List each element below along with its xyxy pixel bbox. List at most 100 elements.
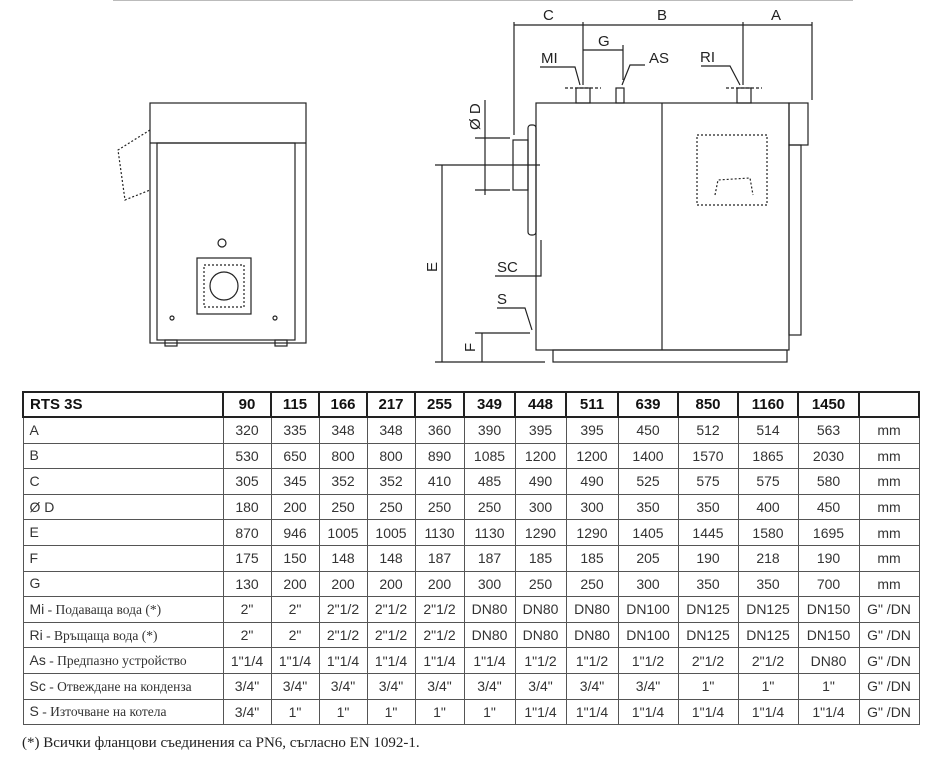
row-label: As - Предпазно устройство xyxy=(22,647,224,674)
table-cell: 3/4" xyxy=(565,672,619,700)
table-cell: 580 xyxy=(797,468,860,495)
table-cell: 2"1/2 xyxy=(677,647,739,674)
table-cell: 1" xyxy=(366,698,416,726)
table-cell: 1405 xyxy=(617,519,679,546)
table-cell: 320 xyxy=(222,416,272,444)
table-cell: 2"1/2 xyxy=(318,596,368,623)
row-code: Sc xyxy=(29,677,46,694)
row-label: F xyxy=(22,544,224,572)
table-cell: DN150 xyxy=(797,621,860,649)
row-code: As xyxy=(29,652,46,669)
table-cell: 300 xyxy=(617,570,679,598)
table-cell: 352 xyxy=(318,468,368,495)
row-description: - Подаваща вода (*) xyxy=(44,601,162,617)
table-cell: 250 xyxy=(463,493,516,521)
table-cell: 1290 xyxy=(565,519,619,546)
table-cell: 1"1/4 xyxy=(222,647,272,674)
row-label: C xyxy=(22,468,224,495)
row-code: E xyxy=(29,524,39,541)
row-description: - Връщаща вода (*) xyxy=(42,627,158,643)
table-cell: 1" xyxy=(463,698,516,726)
table-cell: 3/4" xyxy=(414,672,465,700)
row-label: Ri - Връщаща вода (*) xyxy=(22,621,224,649)
row-label: E xyxy=(22,519,224,546)
table-cell: 1" xyxy=(414,698,465,726)
row-unit: mm xyxy=(858,468,920,495)
dim-label-d: Ø D xyxy=(467,103,484,130)
row-unit: mm xyxy=(858,442,920,470)
table-cell: 1"1/4 xyxy=(565,698,619,726)
table-cell: 490 xyxy=(514,468,567,495)
row-label: G xyxy=(22,570,224,598)
table-cell: 1"1/2 xyxy=(514,647,567,674)
table-cell: 575 xyxy=(677,468,739,495)
table-cell: 514 xyxy=(737,416,799,444)
row-unit: mm xyxy=(858,544,920,572)
table-cell: 2"1/2 xyxy=(366,596,416,623)
size-header: 166 xyxy=(318,391,368,418)
dim-label-f: F xyxy=(462,343,479,352)
table-cell: 1445 xyxy=(677,519,739,546)
table-cell: 1"1/2 xyxy=(565,647,619,674)
table-cell: 200 xyxy=(270,493,320,521)
row-code: B xyxy=(29,447,39,464)
table-cell: 3/4" xyxy=(463,672,516,700)
table-cell: 575 xyxy=(737,468,799,495)
table-cell: 946 xyxy=(270,519,320,546)
table-cell: DN80 xyxy=(514,596,567,623)
table-cell: 175 xyxy=(222,544,272,572)
table-cell: 1" xyxy=(677,672,739,700)
row-code: A xyxy=(29,421,39,438)
side-view xyxy=(435,22,813,363)
table-cell: DN80 xyxy=(514,621,567,649)
row-label: A xyxy=(22,416,224,444)
table-cell: 512 xyxy=(677,416,739,444)
table-cell: 1" xyxy=(797,672,860,700)
table-cell: 1"1/4 xyxy=(270,647,320,674)
table-cell: 1" xyxy=(270,698,320,726)
row-unit: mm xyxy=(858,519,920,546)
table-cell: 1"1/4 xyxy=(677,698,739,726)
table-cell: 335 xyxy=(270,416,320,444)
footnote: (*) Всички фланцови съединения са PN6, с… xyxy=(22,735,420,751)
table-cell: 800 xyxy=(318,442,368,470)
table-cell: DN125 xyxy=(677,596,739,623)
table-cell: DN150 xyxy=(797,596,860,623)
table-cell: 348 xyxy=(366,416,416,444)
table-cell: 2"1/2 xyxy=(366,621,416,649)
size-header: 217 xyxy=(366,391,416,418)
table-cell: 450 xyxy=(797,493,860,521)
size-header: 90 xyxy=(222,391,272,418)
table-cell: 1130 xyxy=(463,519,516,546)
table-cell: 348 xyxy=(318,416,368,444)
table-cell: 1"1/4 xyxy=(617,698,679,726)
table-cell: 800 xyxy=(366,442,416,470)
table-cell: 450 xyxy=(617,416,679,444)
table-cell: 250 xyxy=(514,570,567,598)
label-mi: MI xyxy=(541,50,558,67)
table-cell: 2" xyxy=(222,621,272,649)
unit-header xyxy=(858,391,920,418)
table-cell: 1290 xyxy=(514,519,567,546)
table-cell: 300 xyxy=(514,493,567,521)
row-code: Mi xyxy=(29,600,45,617)
table-cell: 352 xyxy=(366,468,416,495)
boiler-drawing: C B A G MI AS RI Ø D E F SC S xyxy=(117,7,813,363)
table-cell: 530 xyxy=(222,442,272,470)
table-cell: 1" xyxy=(318,698,368,726)
table-cell: 150 xyxy=(270,544,320,572)
table-cell: 1570 xyxy=(677,442,739,470)
dim-label-e: E xyxy=(424,262,441,272)
model-name: RTS 3S xyxy=(22,391,224,418)
table-cell: 190 xyxy=(677,544,739,572)
table-cell: 525 xyxy=(617,468,679,495)
label-s: S xyxy=(497,291,507,308)
size-header: 115 xyxy=(270,391,320,418)
